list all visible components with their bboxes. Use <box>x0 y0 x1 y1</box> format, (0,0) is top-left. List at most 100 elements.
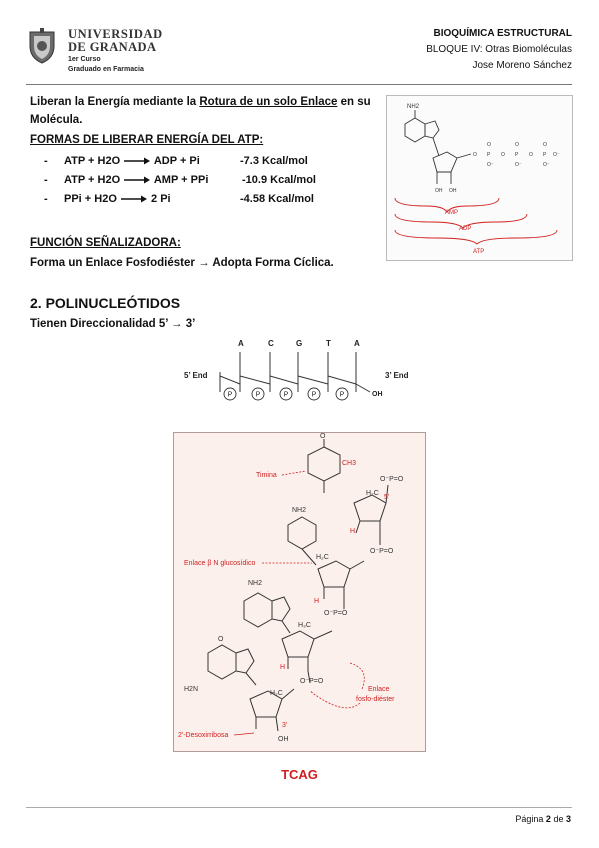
svg-text:OH: OH <box>435 188 443 194</box>
phosphate-label: P <box>256 392 261 399</box>
svg-text:H₂C: H₂C <box>366 490 379 497</box>
intro-line2: Molécula. <box>30 114 83 126</box>
reaction-energy: -10.9 Kcal/mol <box>242 174 316 186</box>
signal-text: Forma un Enlace Fosfodiéster → Adopta Fo… <box>30 257 334 269</box>
dna-ch3: CH3 <box>342 460 356 467</box>
chain-base: G <box>296 339 302 348</box>
svg-text:O⁻: O⁻ <box>543 162 550 168</box>
chain-base: T <box>326 339 331 348</box>
svg-text:O: O <box>515 142 519 148</box>
dna-h2n: H2N <box>184 686 198 693</box>
chain-base: C <box>268 339 274 348</box>
chain-base: A <box>354 339 360 348</box>
arrow-right-icon <box>120 195 147 203</box>
university-name-line2: DE GRANADA <box>68 40 157 54</box>
section-title: 2. POLINUCLEÓTIDOS <box>30 295 181 311</box>
header-divider <box>26 84 572 85</box>
reaction-row: -PPi + H2O 2 Pi <box>44 193 171 205</box>
phosphate-label: P <box>228 392 233 399</box>
atp-amine-label: NH2 <box>407 104 420 110</box>
label-glucosidic-bond: Enlace β N glucosídico <box>184 560 255 567</box>
signal-heading: FUNCIÓN SEÑALIZADORA: <box>30 237 181 249</box>
svg-text:H: H <box>314 598 319 605</box>
svg-text:3': 3' <box>282 722 287 729</box>
label-timina: Timina <box>256 472 277 479</box>
author-name: Jose Moreno Sánchez <box>472 60 572 71</box>
svg-text:OH: OH <box>449 188 457 194</box>
reaction-lhs: PPi + H2O <box>64 193 117 205</box>
label-deoxyribose: 2'-Desoxirribosa <box>178 732 228 739</box>
chain-oh: OH <box>372 391 383 398</box>
sequence-label: TCAG <box>281 767 318 782</box>
intro-underlined: Rotura de un solo Enlace <box>199 96 338 108</box>
reaction-energy: -7.3 Kcal/mol <box>240 155 308 167</box>
label-atp: ATP <box>473 249 484 255</box>
page-label: Página <box>515 814 544 824</box>
svg-text:O⁻P=O: O⁻P=O <box>370 548 394 555</box>
subject-title: BIOQUÍMICA ESTRUCTURAL <box>433 28 572 39</box>
university-crest-icon <box>29 28 55 64</box>
phosphate-label: P <box>312 392 317 399</box>
svg-text:O: O <box>320 433 326 440</box>
arrow-right-icon <box>124 176 151 184</box>
reaction-rhs: 2 Pi <box>151 193 171 205</box>
footer-divider <box>26 807 572 808</box>
svg-text:O: O <box>543 142 547 148</box>
svg-text:O: O <box>218 636 224 643</box>
dna-tetranucleotide-figure: O CH3 O⁻P=O H₂C 5' H O⁻P=O NH2 H₂C H O⁻P… <box>173 432 426 752</box>
university-name-line1: UNIVERSIDAD <box>68 27 163 41</box>
svg-text:O⁻P=O: O⁻P=O <box>324 610 348 617</box>
reaction-lhs: ATP + H2O <box>64 174 121 186</box>
svg-text:P: P <box>515 152 519 158</box>
svg-text:O: O <box>487 142 491 148</box>
atp-forms-heading: FORMAS DE LIBERAR ENERGÍA DEL ATP: <box>30 134 264 146</box>
phosphate-label: P <box>340 392 345 399</box>
dna-nh2-cytosine: NH2 <box>292 507 306 514</box>
page-of: de <box>553 814 564 824</box>
reaction-row: -ATP + H2O ADP + Pi <box>44 155 200 167</box>
intro-paragraph: Liberan la Energía mediante la Rotura de… <box>30 96 371 108</box>
atp-structure-drawing: NH2 OH OH O POO⁻ O POO⁻ O POO⁻ O⁻ AMP AD… <box>394 104 560 255</box>
intro-post: en su <box>337 96 371 108</box>
label-phosphodiester-1: Enlace <box>368 686 390 693</box>
chain-5-end: 5’ End <box>184 371 208 380</box>
svg-text:P: P <box>487 152 491 158</box>
svg-text:O: O <box>473 152 477 158</box>
section-subtitle: Tienen Direccionalidad 5’ → 3’ <box>30 318 196 330</box>
svg-text:O⁻: O⁻ <box>487 162 494 168</box>
svg-text:H: H <box>350 528 355 535</box>
dna-structure-drawing: O CH3 O⁻P=O H₂C 5' H O⁻P=O NH2 H₂C H O⁻P… <box>178 433 404 743</box>
svg-text:H: H <box>280 664 285 671</box>
svg-text:O: O <box>529 152 533 158</box>
label-adp: ADP <box>459 226 471 232</box>
intro-pre: Liberan la Energía mediante la <box>30 96 200 108</box>
svg-text:H₂C: H₂C <box>316 554 329 561</box>
page-number: Página 2 de 3 <box>515 814 571 824</box>
block-title: BLOQUE IV: Otras Biomoléculas <box>426 44 572 55</box>
reaction-energy: -4.58 Kcal/mol <box>240 193 314 205</box>
svg-text:OH: OH <box>278 736 289 743</box>
label-amp: AMP <box>445 210 458 216</box>
svg-text:P: P <box>543 152 547 158</box>
label-phosphodiester-2: fosfo-diéster <box>356 696 395 703</box>
page-total: 3 <box>565 814 571 824</box>
reaction-rhs: ADP + Pi <box>153 155 200 167</box>
svg-text:H₃C: H₃C <box>298 622 311 629</box>
svg-text:H₂C: H₂C <box>270 690 283 697</box>
svg-text:O: O <box>501 152 505 158</box>
arrow-right-icon <box>124 157 151 165</box>
course-degree: Graduado en Farmacia <box>68 66 144 73</box>
polynucleotide-chain-figure: A C G T A 5’ End 3’ End OH P P P P P <box>184 339 409 401</box>
svg-text:5': 5' <box>384 494 389 501</box>
reaction-row: -ATP + H2O AMP + PPi <box>44 174 209 186</box>
reaction-lhs: ATP + H2O <box>64 155 121 167</box>
svg-text:O⁻: O⁻ <box>553 152 560 158</box>
svg-text:O⁻P=O: O⁻P=O <box>380 476 404 483</box>
page-current: 2 <box>545 814 551 824</box>
reaction-rhs: AMP + PPi <box>153 174 209 186</box>
svg-text:O⁻: O⁻ <box>515 162 522 168</box>
phosphate-label: P <box>284 392 289 399</box>
dna-nh2-adenine: NH2 <box>248 580 262 587</box>
course-year: 1er Curso <box>68 56 101 63</box>
